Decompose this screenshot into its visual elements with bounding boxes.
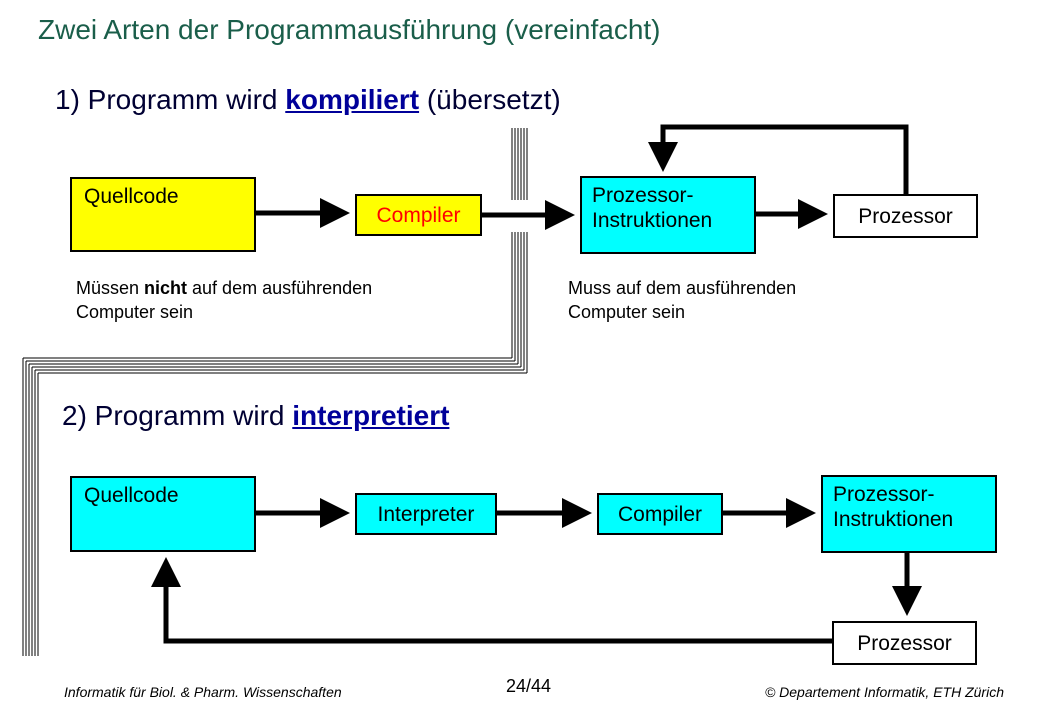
processor-box-2: Prozessor: [832, 621, 977, 665]
processor-label-1: Prozessor: [858, 205, 953, 228]
processor-instructions-line1-2: Prozessor-: [833, 483, 935, 506]
separator-wall-upper: [511, 128, 528, 200]
section-1-suffix: (übersetzt): [419, 84, 561, 115]
slide-title: Zwei Arten der Programmausführung (verei…: [38, 14, 661, 45]
note-left-bold: nicht: [144, 278, 188, 298]
note-left-line2: Computer sein: [76, 302, 194, 323]
processor-label-2: Prozessor: [857, 632, 952, 655]
compiler-label-2: Compiler: [617, 503, 703, 526]
processor-instructions-line2-1: Instruktionen: [592, 208, 713, 232]
separator-wall-horizontal: [23, 357, 527, 374]
note-right-line1: Muss auf dem ausführenden: [568, 278, 797, 298]
section-1-heading: 1) Programm wird kompiliert (übersetzt): [55, 84, 561, 116]
separator-wall-lower: [511, 232, 528, 373]
compiler-box-2: Compiler: [597, 493, 723, 535]
note-left-post: auf dem ausführenden: [187, 278, 373, 298]
section-2-heading: 2) Programm wird interpretiert: [62, 400, 449, 432]
note-not-on-target: Müssen nicht auf dem ausführenden Comput…: [76, 276, 372, 325]
source-code-label-2: Quellcode: [84, 484, 179, 507]
source-code-label-1: Quellcode: [84, 185, 179, 208]
processor-instructions-line1-1: Prozessor-: [592, 184, 694, 207]
section-2-keyword: interpretiert: [292, 400, 450, 431]
footer-copyright: © Departement Informatik, ETH Zürich: [764, 684, 1004, 700]
note-left-pre: Müssen: [76, 278, 145, 298]
section-1-keyword: kompiliert: [285, 84, 420, 115]
compiler-label-1: Compiler: [376, 204, 461, 227]
feedback-loop-1: [648, 124, 909, 194]
processor-instructions-box-1: Prozessor- Instruktionen: [580, 176, 756, 254]
processor-instructions-line2-2: Instruktionen: [833, 507, 954, 531]
compiler-box-1: Compiler: [355, 194, 482, 236]
note-right-line2: Computer sein: [568, 302, 686, 323]
page-number: 24/44: [506, 676, 552, 696]
interpreter-box-2: Interpreter: [355, 493, 497, 535]
source-code-box-1: Quellcode: [70, 177, 256, 252]
processor-instructions-box-2: Prozessor- Instruktionen: [821, 475, 997, 553]
section-1-prefix: 1) Programm wird: [55, 84, 286, 115]
interpreter-label-2: Interpreter: [377, 503, 475, 526]
feedback-loop-2: [151, 557, 832, 644]
separator-wall: [22, 128, 528, 656]
processor-box-1: Prozessor: [833, 194, 978, 238]
footer-course: Informatik für Biol. & Pharm. Wissenscha…: [64, 684, 342, 700]
separator-wall-left: [22, 358, 39, 656]
section-2-prefix: 2) Programm wird: [62, 400, 293, 431]
source-code-box-2: Quellcode: [70, 476, 256, 552]
note-must-be-on-target: Muss auf dem ausführenden Computer sein: [568, 276, 796, 325]
